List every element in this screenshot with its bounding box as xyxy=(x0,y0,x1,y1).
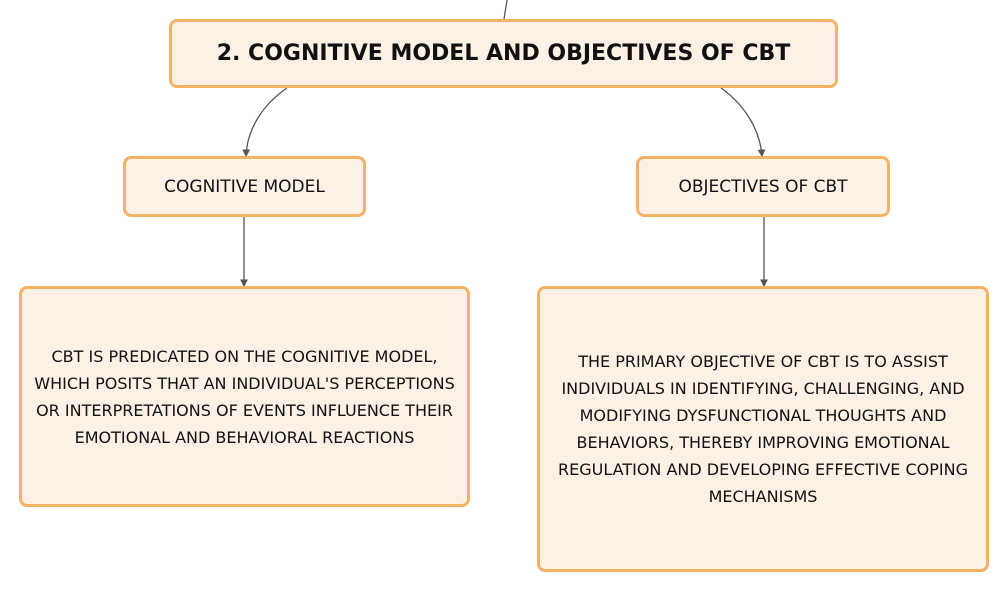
connector-root-to-objectives xyxy=(720,87,766,158)
root-node-label: 2. COGNITIVE MODEL AND OBJECTIVES OF CBT xyxy=(216,41,791,66)
cognitive-model-node[interactable]: COGNITIVE MODEL xyxy=(123,156,366,217)
connector-root-to-cognitive-model xyxy=(242,87,288,158)
objectives-detail-node[interactable]: THE PRIMARY OBJECTIVE OF CBT IS TO ASSIS… xyxy=(537,286,989,572)
objectives-of-cbt-label: OBJECTIVES OF CBT xyxy=(678,176,848,197)
objectives-of-cbt-node[interactable]: OBJECTIVES OF CBT xyxy=(636,156,890,217)
cognitive-model-detail-text: CBT IS PREDICATED ON THE COGNITIVE MODEL… xyxy=(34,346,455,447)
root-node[interactable]: 2. COGNITIVE MODEL AND OBJECTIVES OF CBT xyxy=(169,19,838,88)
cognitive-model-detail-node[interactable]: CBT IS PREDICATED ON THE COGNITIVE MODEL… xyxy=(19,286,470,507)
cognitive-model-label: COGNITIVE MODEL xyxy=(164,176,325,197)
objectives-detail-text: THE PRIMARY OBJECTIVE OF CBT IS TO ASSIS… xyxy=(558,352,968,506)
connector-incoming xyxy=(503,0,508,20)
